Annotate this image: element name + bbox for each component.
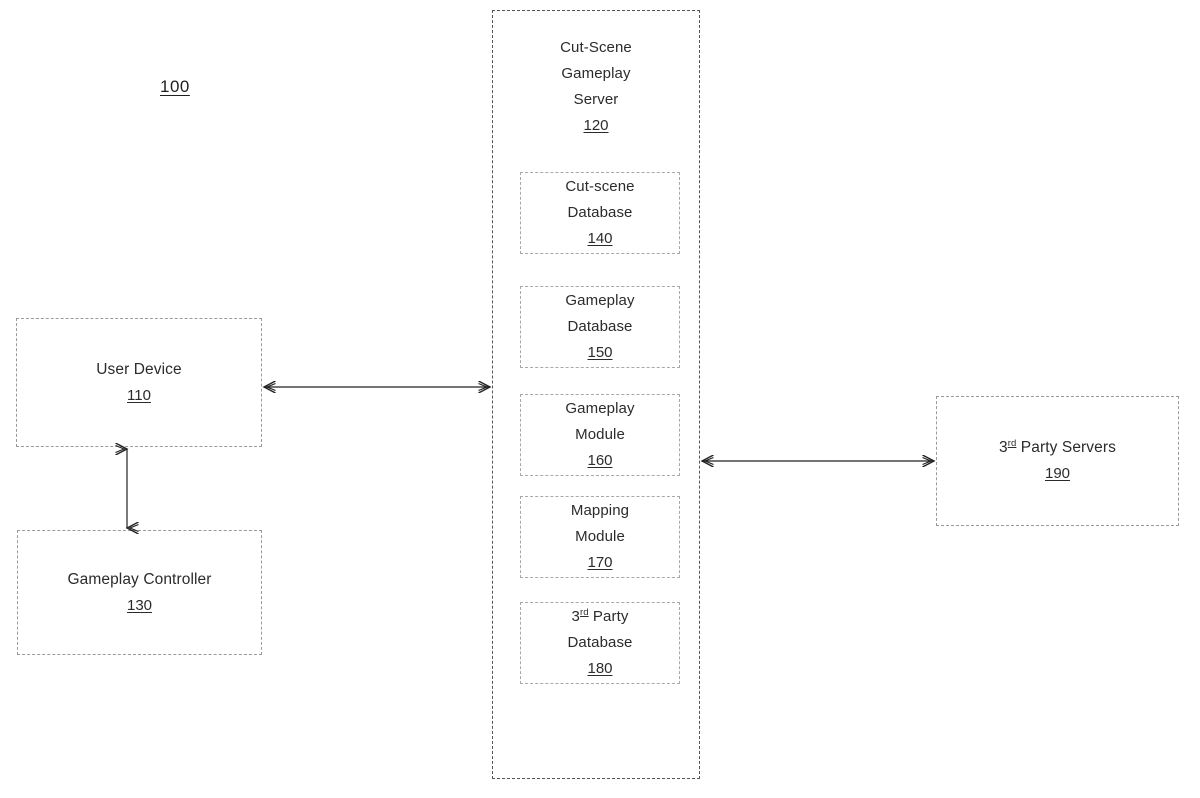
mapping-module-line-2: Module: [575, 528, 625, 545]
gameplay-database-line-1: Gameplay: [565, 292, 635, 309]
server-title-line-3: Server: [573, 91, 619, 108]
third-party-database-rest: Party: [588, 608, 629, 625]
node-user-device[interactable]: User Device 110: [16, 318, 262, 447]
third-party-database-prefix: 3: [571, 608, 580, 625]
mapping-module-ref: 170: [587, 554, 613, 571]
gameplay-database-ref: 150: [587, 344, 613, 361]
node-gameplay-database[interactable]: Gameplay Database 150: [520, 286, 680, 368]
node-third-party-database[interactable]: 3rd Party Database 180: [520, 602, 680, 684]
node-gameplay-module[interactable]: Gameplay Module 160: [520, 394, 680, 476]
third-party-servers-ordinal-suffix: rd: [1007, 437, 1017, 449]
mapping-module-line-1: Mapping: [570, 502, 630, 519]
server-header: Cut-Scene Gameplay Server 120: [493, 35, 699, 139]
third-party-servers-ref: 190: [1044, 465, 1071, 482]
node-cut-scene-database[interactable]: Cut-scene Database 140: [520, 172, 680, 254]
third-party-servers-prefix: 3: [999, 439, 1008, 456]
server-title-line-1: Cut-Scene: [560, 39, 632, 56]
server-ref: 120: [583, 117, 609, 134]
user-device-ref: 110: [127, 386, 151, 404]
cut-scene-database-ref: 140: [587, 230, 613, 247]
figure-reference-number: 100: [160, 77, 190, 96]
server-title-line-2: Gameplay: [561, 65, 631, 82]
gameplay-module-line-2: Module: [575, 426, 625, 443]
third-party-servers-rest: Party Servers: [1016, 439, 1116, 456]
node-cut-scene-gameplay-server[interactable]: Cut-Scene Gameplay Server 120 Cut-scene …: [492, 10, 700, 779]
user-device-title: User Device: [96, 360, 182, 378]
gameplay-module-line-1: Gameplay: [565, 400, 635, 417]
gameplay-database-line-2: Database: [567, 318, 633, 335]
node-third-party-servers[interactable]: 3rd Party Servers 190: [936, 396, 1179, 526]
gameplay-controller-title: Gameplay Controller: [67, 570, 212, 588]
third-party-database-line-2: Database: [567, 634, 633, 651]
cut-scene-database-line-1: Cut-scene: [565, 178, 635, 195]
third-party-servers-title: 3rd Party Servers: [999, 435, 1116, 461]
third-party-database-line-1: 3rd Party: [572, 604, 629, 630]
node-mapping-module[interactable]: Mapping Module 170: [520, 496, 680, 578]
third-party-database-ref: 180: [587, 660, 613, 677]
gameplay-controller-ref: 130: [126, 596, 153, 614]
third-party-database-ordinal-suffix: rd: [580, 607, 589, 618]
gameplay-module-ref: 160: [587, 452, 613, 469]
cut-scene-database-line-2: Database: [567, 204, 633, 221]
node-gameplay-controller[interactable]: Gameplay Controller 130: [17, 530, 262, 655]
